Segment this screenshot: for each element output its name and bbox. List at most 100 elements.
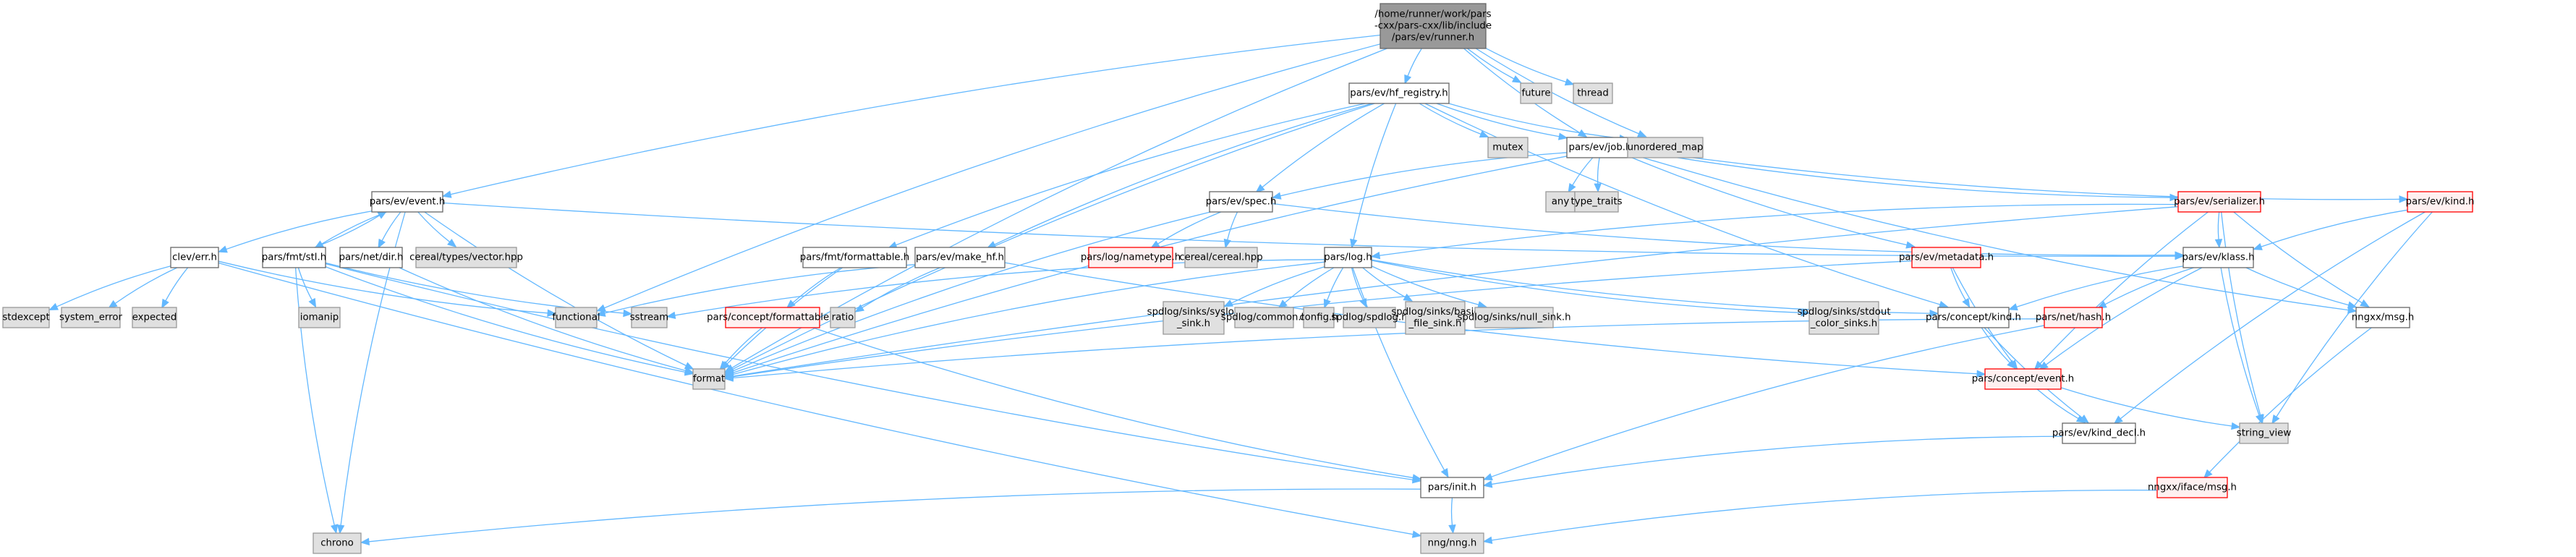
node-box[interactable] <box>1209 191 1273 213</box>
node-spec[interactable]: pars/ev/spec.h <box>1206 191 1277 213</box>
node-box[interactable] <box>2355 307 2410 328</box>
node-spdlog-common[interactable]: spdlog/common.h <box>1221 307 1307 328</box>
node-box[interactable] <box>1234 307 1294 328</box>
node-box[interactable] <box>802 247 907 268</box>
node-box[interactable] <box>1520 82 1552 104</box>
node-future[interactable]: future <box>1520 82 1552 104</box>
node-format[interactable]: format <box>692 368 726 390</box>
node-box[interactable] <box>1566 137 1634 158</box>
node-box[interactable] <box>2062 422 2136 444</box>
node-box[interactable] <box>1343 307 1396 328</box>
node-box[interactable] <box>415 247 517 268</box>
node-hf-registry[interactable]: pars/ev/hf_registry.h <box>1348 82 1450 104</box>
node-box[interactable] <box>262 247 326 268</box>
node-box[interactable] <box>61 307 121 328</box>
node-box[interactable] <box>1303 307 1335 328</box>
node-sstream[interactable]: sstream <box>630 307 669 328</box>
node-box[interactable] <box>631 307 668 328</box>
node-init[interactable]: pars/init.h <box>1420 477 1484 498</box>
node-box[interactable] <box>339 247 403 268</box>
node-metadata[interactable]: pars/ev/metadata.h <box>1899 247 1994 268</box>
node-runner[interactable]: /home/runner/work/pars-cxx/pars-cxx/lib/… <box>1374 3 1492 49</box>
node-box[interactable] <box>1911 247 1981 268</box>
node-box[interactable] <box>2182 247 2254 268</box>
node-box[interactable] <box>1574 191 1619 213</box>
node-fmt-formattable[interactable]: pars/fmt/formattable.h <box>800 247 910 268</box>
node-config[interactable]: config.h <box>1299 307 1338 328</box>
node-concept-event[interactable]: pars/concept/event.h <box>1972 368 2075 390</box>
node-box[interactable] <box>914 247 1006 268</box>
node-box[interactable] <box>371 191 443 213</box>
node-box[interactable] <box>1405 301 1466 335</box>
node-box[interactable] <box>1184 247 1258 268</box>
node-box[interactable] <box>1162 301 1225 335</box>
node-box[interactable] <box>725 307 820 328</box>
node-mutex[interactable]: mutex <box>1487 137 1529 158</box>
node-ratio[interactable]: ratio <box>830 307 856 328</box>
node-box[interactable] <box>830 307 856 328</box>
node-type-traits[interactable]: type_traits <box>1570 191 1623 213</box>
node-box[interactable] <box>1420 532 1484 554</box>
node-nametype[interactable]: pars/log/nametype.h <box>1081 247 1181 268</box>
node-box[interactable] <box>1627 137 1704 158</box>
node-box[interactable] <box>1380 3 1487 49</box>
node-unordered-map[interactable]: unordered_map <box>1627 137 1704 158</box>
node-ev-kind[interactable]: pars/ev/kind.h <box>2406 191 2475 213</box>
node-box[interactable] <box>1420 477 1484 498</box>
node-basic-file-sink[interactable]: spdlog/sinks/basic_file_sink.h <box>1391 301 1479 335</box>
node-box[interactable] <box>1487 137 1529 158</box>
node-net-hash[interactable]: pars/net/hash.h <box>2036 307 2111 328</box>
node-fmt-stl[interactable]: pars/fmt/stl.h <box>262 247 326 268</box>
node-nng[interactable]: nng/nng.h <box>1420 532 1484 554</box>
node-box[interactable] <box>2239 422 2289 444</box>
node-net-dir[interactable]: pars/net/dir.h <box>339 247 404 268</box>
node-box[interactable] <box>1348 82 1450 104</box>
node-clev-err[interactable]: clev/err.h <box>170 247 219 268</box>
node-box[interactable] <box>555 307 598 328</box>
node-box[interactable] <box>1545 191 1576 213</box>
node-serializer[interactable]: pars/ev/serializer.h <box>2174 191 2265 213</box>
node-thread[interactable]: thread <box>1573 82 1613 104</box>
node-iface-msg[interactable]: nngxx/iface/msg.h <box>2148 477 2237 498</box>
node-expected[interactable]: expected <box>132 307 177 328</box>
node-box[interactable] <box>1573 82 1613 104</box>
node-box[interactable] <box>298 307 341 328</box>
node-box[interactable] <box>1937 307 2010 328</box>
node-spdlog[interactable]: spdlog/spdlog.h <box>1331 307 1408 328</box>
node-job[interactable]: pars/ev/job.h <box>1566 137 1634 158</box>
node-make-hf[interactable]: pars/ev/make_hf.h <box>914 247 1006 268</box>
node-cereal-vector[interactable]: cereal/types/vector.hpp <box>409 247 523 268</box>
node-box[interactable] <box>2 307 50 328</box>
node-box[interactable] <box>2407 191 2473 213</box>
node-concept-formattable[interactable]: pars/concept/formattable.h <box>707 307 838 328</box>
node-log[interactable]: pars/log.h <box>1324 247 1372 268</box>
node-cereal[interactable]: cereal/cereal.hpp <box>1179 247 1263 268</box>
node-box[interactable] <box>692 368 726 390</box>
node-box[interactable] <box>1808 301 1879 335</box>
node-string-view[interactable]: string_view <box>2237 422 2292 444</box>
node-concept-kind[interactable]: pars/concept/kind.h <box>1926 307 2021 328</box>
node-box[interactable] <box>2044 307 2103 328</box>
node-syslog-sink[interactable]: spdlog/sinks/syslog_sink.h <box>1147 301 1241 335</box>
node-stdexcept[interactable]: stdexcept <box>2 307 50 328</box>
node-box[interactable] <box>170 247 219 268</box>
node-kind-decl[interactable]: pars/ev/kind_decl.h <box>2052 422 2146 444</box>
node-box[interactable] <box>1088 247 1173 268</box>
node-event[interactable]: pars/ev/event.h <box>370 191 446 213</box>
node-stdout-sinks[interactable]: spdlog/sinks/stdout_color_sinks.h <box>1797 301 1891 335</box>
node-box[interactable] <box>1984 368 2062 390</box>
node-functional[interactable]: functional <box>552 307 600 328</box>
node-klass[interactable]: pars/ev/klass.h <box>2182 247 2255 268</box>
node-box[interactable] <box>2156 477 2228 498</box>
node-box[interactable] <box>2177 191 2261 213</box>
node-iomanip[interactable]: iomanip <box>298 307 341 328</box>
node-box[interactable] <box>1474 307 1554 328</box>
node-nngxx-msg[interactable]: nngxx/msg.h <box>2352 307 2415 328</box>
node-box[interactable] <box>313 532 362 554</box>
node-any[interactable]: any <box>1545 191 1576 213</box>
node-box[interactable] <box>1324 247 1372 268</box>
node-box[interactable] <box>132 307 177 328</box>
node-system-error[interactable]: system_error <box>59 307 122 328</box>
node-null-sink[interactable]: spdlog/sinks/null_sink.h <box>1457 307 1571 328</box>
node-chrono[interactable]: chrono <box>313 532 362 554</box>
